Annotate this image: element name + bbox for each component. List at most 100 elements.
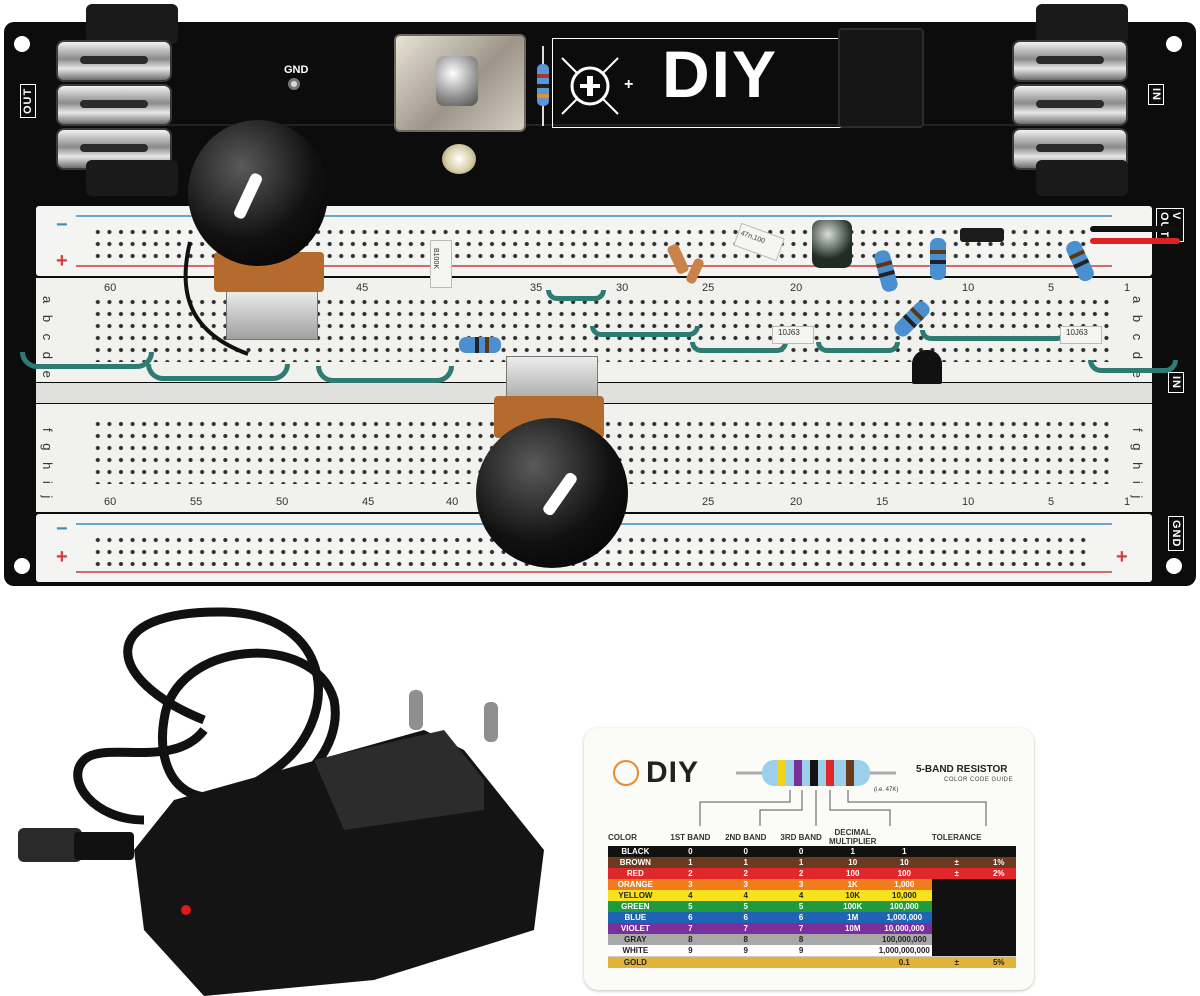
table-header: TOLERANCE	[931, 832, 982, 842]
in-label: IN	[1148, 84, 1164, 105]
in-jack[interactable]	[1012, 40, 1128, 82]
film-capacitor[interactable]	[1060, 326, 1102, 344]
column-number: 1	[1124, 496, 1131, 508]
column-number: 30	[616, 282, 629, 294]
gnd-test-pad[interactable]	[288, 78, 300, 90]
jumper-wire[interactable]	[316, 366, 454, 383]
jumper-wire[interactable]	[690, 342, 788, 353]
table-header	[982, 828, 1016, 846]
table-header-row: COLOR 1ST BAND 2ND BAND 3RD BAND DECIMAL…	[608, 828, 1016, 846]
out-jack[interactable]	[56, 40, 172, 82]
table-cell: 1	[662, 857, 719, 868]
table-cell: 1	[876, 846, 932, 857]
table-cell: 100	[828, 868, 877, 879]
table-cell: 1,000,000,000	[876, 945, 932, 957]
color-name-cell: VIOLET	[608, 923, 663, 934]
card-subtitle: COLOR CODE GUIDE	[944, 777, 1014, 783]
jumper-wire[interactable]	[20, 352, 154, 369]
column-number: 60	[104, 282, 117, 294]
table-cell: ±	[931, 857, 982, 868]
column-number: 40	[446, 496, 459, 508]
table-cell: 1	[828, 846, 877, 857]
table-cell	[773, 956, 829, 968]
diode[interactable]	[960, 228, 1004, 242]
table-cell	[828, 934, 877, 945]
out-jack[interactable]	[56, 84, 172, 126]
column-number: 5	[1048, 282, 1055, 294]
gain-knob[interactable]	[188, 120, 328, 266]
jumper-wire[interactable]	[146, 364, 290, 381]
mounting-hole	[14, 36, 30, 52]
table-cell	[828, 945, 877, 957]
column-number: 15	[876, 496, 889, 508]
adapter-led	[181, 905, 191, 915]
film-capacitor[interactable]	[772, 326, 814, 344]
color-code-table: COLOR 1ST BAND 2ND BAND 3RD BAND DECIMAL…	[608, 828, 1016, 968]
table-cell	[931, 846, 982, 857]
plug-pin	[409, 690, 423, 730]
power-wire-black[interactable]	[1090, 226, 1180, 232]
table-cell	[981, 923, 1016, 934]
table-cell	[931, 901, 982, 912]
column-number: 20	[790, 496, 803, 508]
table-cell: 1M	[828, 912, 877, 923]
table-cell	[828, 956, 877, 968]
in-jack-body	[1036, 4, 1128, 44]
resistor-icon	[537, 46, 549, 126]
table-cell: 2	[662, 868, 719, 879]
jumper-wire[interactable]	[816, 342, 900, 353]
table-cell: 1	[718, 857, 774, 868]
resistor-icon	[736, 760, 896, 786]
table-cell	[931, 923, 982, 934]
table-cell: 6	[773, 912, 829, 923]
table-cell: 8	[773, 934, 829, 945]
table-header	[877, 828, 932, 846]
column-number: 25	[702, 496, 715, 508]
out-label: OUT	[20, 83, 36, 118]
table-cell: 0	[662, 846, 719, 857]
band-pointer-lines	[699, 790, 987, 826]
row-letters: f g h i j	[40, 428, 55, 503]
mounting-hole	[14, 558, 30, 574]
transistor[interactable]	[912, 350, 942, 384]
jumper-wire[interactable]	[590, 326, 700, 337]
table-header: DECIMAL MULTIPLIER	[829, 828, 877, 846]
table-cell: 5	[773, 901, 829, 912]
table-cell: 9	[773, 945, 829, 957]
table-cell: 10	[828, 857, 877, 868]
color-name-cell: BROWN	[608, 857, 663, 868]
plus-sign: +	[624, 76, 634, 93]
jumper-wire[interactable]	[1088, 360, 1178, 373]
color-name-cell: GRAY	[608, 934, 663, 945]
jumper-wire[interactable]	[546, 290, 606, 301]
footswitch-lever[interactable]	[436, 56, 478, 106]
jumper-wire[interactable]	[920, 330, 1068, 341]
column-number: 1	[1124, 282, 1131, 294]
in-jack[interactable]	[1012, 84, 1128, 126]
table-cell	[718, 956, 774, 968]
resistor[interactable]	[930, 238, 946, 280]
table-cell: 7	[773, 923, 829, 934]
pot-lead-wire	[183, 241, 249, 356]
film-capacitor[interactable]	[430, 240, 452, 288]
row-letters: a b c d e	[1130, 296, 1145, 382]
minus-sign: −	[56, 214, 68, 236]
capacitor-label: 10J63	[778, 328, 800, 337]
color-name-cell: RED	[608, 868, 663, 879]
dc-power-jack[interactable]	[838, 28, 924, 128]
table-cell	[931, 879, 982, 890]
color-name-cell: YELLOW	[608, 890, 663, 901]
volume-knob[interactable]	[476, 418, 628, 568]
plus-sign: +	[56, 546, 68, 568]
resistor[interactable]	[459, 337, 501, 353]
table-cell: 1,000,000	[876, 912, 932, 923]
power-wire-red[interactable]	[1090, 238, 1180, 244]
electrolytic-capacitor[interactable]	[812, 220, 852, 268]
table-cell: 6	[662, 912, 719, 923]
plus-sign: +	[1116, 546, 1128, 568]
table-cell	[981, 934, 1016, 945]
table-cell: 10,000	[876, 890, 932, 901]
